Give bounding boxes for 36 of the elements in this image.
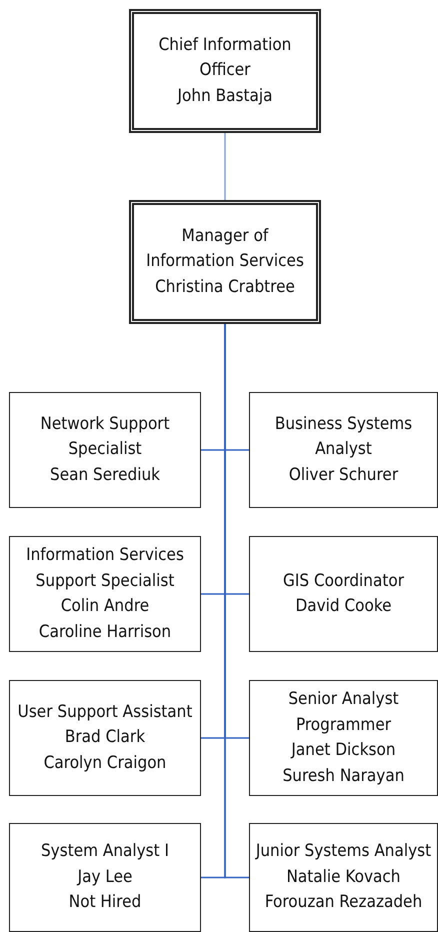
staff-name: Sean Serediuk	[50, 464, 160, 487]
job-title: Chief Information Officer	[158, 34, 292, 82]
connector-line	[224, 133, 226, 200]
staff-name: Brad Clark	[64, 726, 146, 750]
staff-name: Christina Crabtree	[155, 276, 295, 299]
position-box	[9, 392, 201, 508]
job-title: Information Services Support Specialist	[25, 544, 185, 592]
job-title: Network Support Specialist	[39, 412, 171, 462]
job-title: Business Systems Analyst	[274, 412, 414, 462]
staff-name: John Bastaja	[178, 84, 272, 108]
position-box	[249, 680, 438, 796]
position-box	[249, 536, 438, 652]
position-box	[249, 392, 438, 508]
staff-name: Not Hired	[68, 891, 142, 914]
staff-name: Colin Andre	[60, 595, 150, 618]
job-title: GIS Coordinator	[283, 570, 404, 592]
job-title: Senior Analyst Programmer	[287, 688, 400, 736]
job-title: User Support Assistant	[18, 700, 192, 724]
staff-name: Carolyn Craigon	[44, 752, 166, 775]
position-box	[129, 200, 321, 324]
staff-name: Oliver Schurer	[288, 464, 398, 487]
position-box	[129, 9, 321, 133]
staff-name: Natalie Kovach	[286, 866, 400, 889]
job-title: Junior Systems Analyst	[256, 840, 432, 864]
staff-name: David Cooke	[295, 595, 392, 618]
job-title: System Analyst I	[40, 840, 170, 864]
position-box	[9, 823, 201, 932]
position-box	[9, 680, 201, 796]
staff-name: Suresh Narayan	[282, 764, 404, 788]
staff-name: Forouzan Rezazadeh	[264, 891, 422, 914]
position-box	[9, 536, 201, 652]
staff-name: Caroline Harrison	[38, 620, 172, 644]
job-title: Manager of Information Services	[145, 224, 305, 274]
staff-name: Jay Lee	[78, 866, 132, 889]
position-box	[249, 823, 438, 932]
staff-name: Janet Dickson	[291, 739, 396, 762]
